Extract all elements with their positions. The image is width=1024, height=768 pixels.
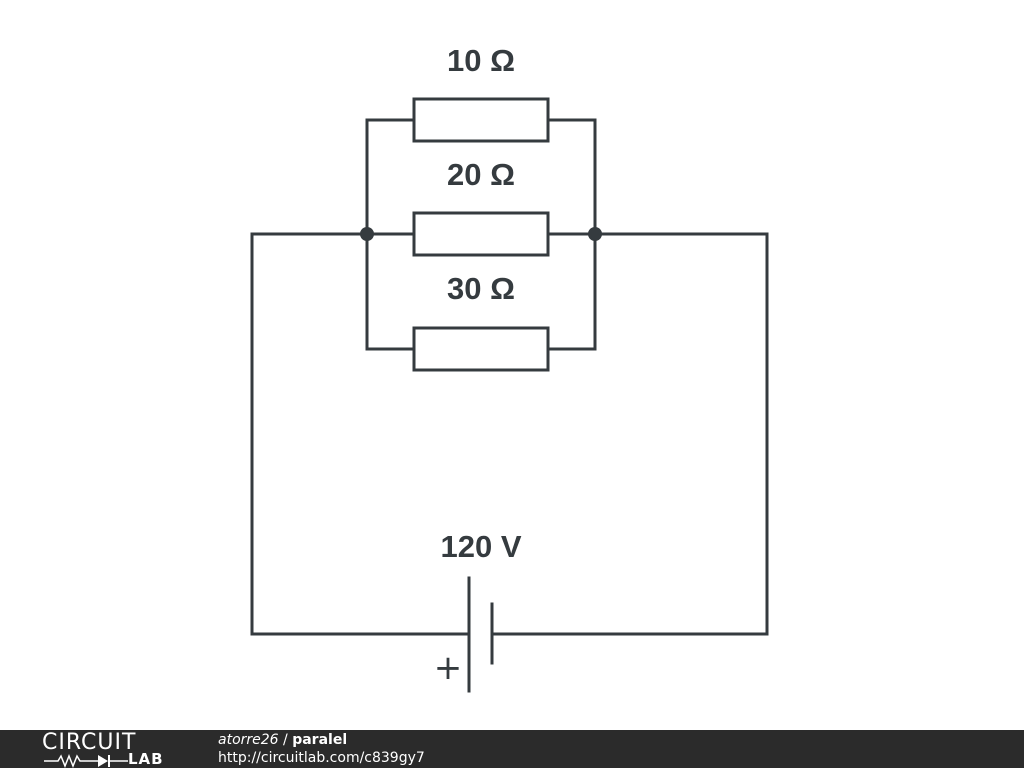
resistor-2-label: 20 Ω: [447, 157, 515, 192]
resistor-diode-icon: [44, 754, 128, 768]
logo-word-circuit: CIRCUIT: [42, 730, 137, 755]
battery-plus-sign: +: [434, 648, 463, 688]
logo-word-lab: LAB: [128, 750, 164, 768]
author-name[interactable]: atorre26: [218, 732, 279, 748]
circuitlab-logo[interactable]: CIRCUIT LAB: [42, 732, 174, 768]
right-junction-dot: [588, 227, 602, 241]
resistor-30-ohm: [412, 326, 550, 372]
resistor-20-ohm: [412, 211, 550, 257]
right-outer-wire: [490, 232, 769, 636]
circuit-schematic: 10 Ω 20 Ω 30 Ω 120 V +: [250, 43, 769, 693]
footer-bar: CIRCUIT LAB atorre26 / paralel http://ci…: [0, 730, 1024, 768]
left-junction-dot: [360, 227, 374, 241]
footer-credits: atorre26 / paralel http://circuitlab.com…: [218, 731, 425, 767]
resistor-10-ohm: [412, 97, 550, 143]
project-name[interactable]: paralel: [292, 732, 348, 748]
resistor-1-label: 10 Ω: [447, 43, 515, 78]
battery-voltage-label: 120 V: [440, 529, 521, 564]
credit-line: atorre26 / paralel: [218, 731, 425, 749]
project-url[interactable]: http://circuitlab.com/c839gy7: [218, 750, 425, 766]
left-outer-wire: [250, 232, 471, 636]
resistor-3-label: 30 Ω: [447, 271, 515, 306]
credit-separator: /: [278, 732, 293, 748]
